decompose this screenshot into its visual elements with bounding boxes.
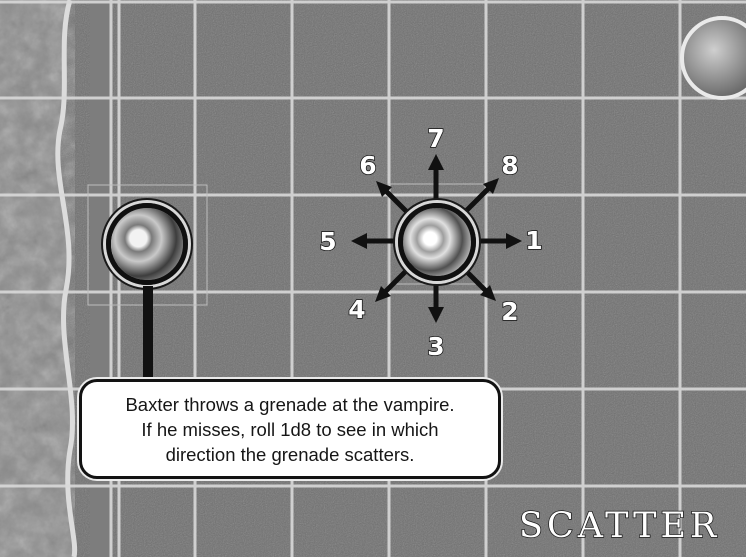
caption-callout: Baxter throws a grenade at the vampire. …	[79, 379, 501, 479]
caption-line: If he misses, roll 1d8 to see in which	[141, 417, 438, 442]
direction-1-label: 1	[522, 228, 546, 253]
direction-7-label: 7	[424, 126, 448, 151]
caption-line: direction the grenade scatters.	[166, 442, 415, 467]
caption-pointer	[143, 286, 153, 382]
vampire-token[interactable]	[398, 203, 476, 281]
direction-4-label: 4	[345, 297, 369, 322]
direction-8-label: 8	[498, 153, 522, 178]
caption-line: Baxter throws a grenade at the vampire.	[125, 392, 454, 417]
direction-2-label: 2	[498, 299, 522, 324]
vampire-portrait	[403, 208, 471, 276]
page-title: SCATTER	[519, 506, 720, 546]
baxter-portrait	[111, 208, 183, 280]
direction-6-label: 6	[356, 153, 380, 178]
direction-3-label: 3	[424, 334, 448, 359]
direction-5-label: 5	[316, 229, 340, 254]
barrel-prop	[682, 18, 746, 98]
baxter-token[interactable]	[106, 203, 188, 285]
